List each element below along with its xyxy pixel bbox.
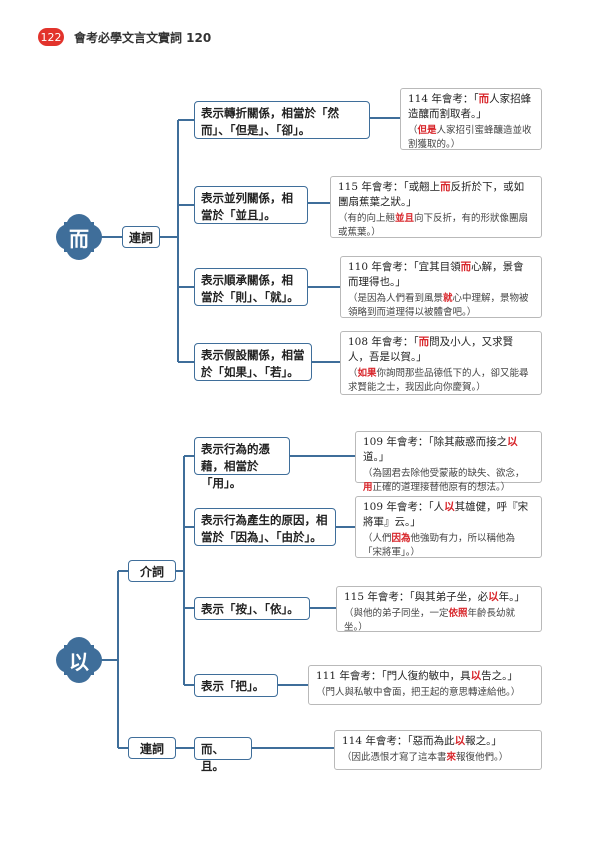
example-translation: （門人與私敏中會面，把王起的意思轉達給他。） [316,687,521,698]
character-yi-badge: 以 [56,637,102,683]
meaning-box: 而、且。 [194,737,252,773]
example-quote: 114 年會考：「惡而為此以報之。」 [342,735,502,747]
example-translation: （人們因為他強勁有力，所以稱他為「宋將軍」。） [363,533,516,558]
example-translation: （如果你詢問那些品德低下的人，卻又能尋求賢能之士，我因此向你慶賀。） [348,368,529,393]
example-box: 108 年會考：「而問及小人，又求賢人，吾是以賀。」 （如果你詢問那些品德低下的… [340,331,542,395]
example-translation: （因此憑恨才寫了這本書來報復他們。） [342,752,509,763]
meaning-box: 表示並列關係，相當於「並且」。 [194,186,308,224]
example-translation: （是因為人們看到風景就心中理解，景物被領略到而道理得以被體會吧。） [348,293,529,318]
meaning-box: 表示假設關係，相當於「如果」、「若」。 [194,343,312,381]
example-translation: （與他的弟子同坐，一定依照年齡長幼就坐。） [344,608,516,633]
character-er: 而 [69,226,89,251]
page-number-badge: 122 [38,28,64,46]
meaning-box: 表示行為的憑藉，相當於「用」。 [194,437,290,490]
character-yi: 以 [69,649,89,674]
example-quote: 110 年會考：「宜其目領而心解，景會而理得也。」 [348,261,524,288]
meaning-box: 表示「把」。 [194,674,278,697]
category-tag-conjunction-yi: 連詞 [128,737,176,759]
example-translation: （有的向上翹並且向下反折，有的形狀像團扇或蕉葉。） [338,213,529,238]
page-header: 122 會考必學文言文實詞 120 [38,26,211,48]
meaning-box: 表示行為產生的原因，相當於「因為」、「由於」。 [194,508,336,546]
example-quote: 111 年會考：「門人復約敏中，具以告之。」 [316,670,518,682]
book-title: 會考必學文言文實詞 120 [74,30,212,45]
meaning-box: 表示順承關係，相當於「則」、「就」。 [194,268,308,306]
meaning-box: 表示轉折關係，相當於「然而」、「但是」、「卻」。 [194,101,370,139]
example-translation: （為國君去除他受蒙蔽的缺失、欲念，用正確的道理接替他原有的想法。） [363,468,525,493]
example-quote: 109 年會考：「除其蔽惑而接之以道。」 [363,436,518,463]
example-box: 115 年會考：「或翹上而反折於下，或如團扇蕉葉之狀。」 （有的向上翹並且向下反… [330,176,542,238]
example-quote: 115 年會考：「與其弟子坐，必以年。」 [344,591,525,603]
example-box: 110 年會考：「宜其目領而心解，景會而理得也。」 （是因為人們看到風景就心中理… [340,256,542,318]
example-box: 111 年會考：「門人復約敏中，具以告之。」 （門人與私敏中會面，把王起的意思轉… [308,665,542,705]
example-box: 109 年會考：「人以其雄健，呼『宋將軍』云。」 （人們因為他強勁有力，所以稱他… [355,496,542,558]
example-box: 114 年會考：「而人家招蜂造釀而割取者。」 （但是人家招引蜜蜂釀造並收割獲取的… [400,88,542,150]
example-quote: 108 年會考：「而問及小人，又求賢人，吾是以賀。」 [348,336,514,363]
example-box: 114 年會考：「惡而為此以報之。」 （因此憑恨才寫了這本書來報復他們。） [334,730,542,770]
example-quote: 109 年會考：「人以其雄健，呼『宋將軍』云。」 [363,501,529,528]
category-tag-preposition-yi: 介詞 [128,560,176,582]
example-box: 109 年會考：「除其蔽惑而接之以道。」 （為國君去除他受蒙蔽的缺失、欲念，用正… [355,431,542,493]
example-box: 115 年會考：「與其弟子坐，必以年。」 （與他的弟子同坐，一定依照年齡長幼就坐… [336,586,542,633]
example-translation: （但是人家招引蜜蜂釀造並收割獲取的。） [408,125,532,150]
example-quote: 115 年會考：「或翹上而反折於下，或如團扇蕉葉之狀。」 [338,181,525,208]
meaning-box: 表示「按」、「依」。 [194,597,310,620]
example-quote: 114 年會考：「而人家招蜂造釀而割取者。」 [408,93,532,120]
character-er-badge: 而 [56,214,102,260]
category-tag-conjunction-er: 連詞 [122,226,160,248]
